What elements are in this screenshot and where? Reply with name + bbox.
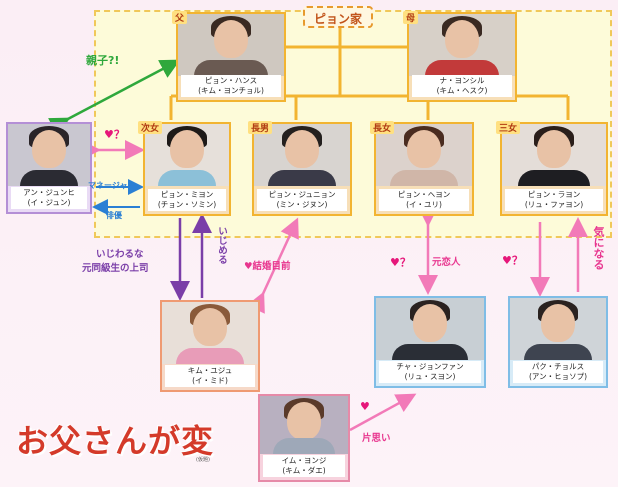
card-ahn[interactable]: アン・ジュンヒ(イ・ジュン) [6,122,92,214]
card-rayeong[interactable]: ピョン・ラヨン(リュ・ファヨン) [500,122,608,216]
label-love-q: ♥？ [104,126,125,142]
card-junyeong[interactable]: ピョン・ジュニョン(ミン・ジヌン) [252,122,352,216]
card-hyeyeong[interactable]: ピョン・ヘヨン(イ・ユリ) [374,122,474,216]
drama-logo: お父さんが変 (仮題) [16,416,216,472]
name-ahn: アン・ジュンヒ(イ・ジュン) [11,187,87,209]
name-im: イム・ヨンジ(キム・ダエ) [263,455,345,477]
role-third-daughter: 三女 [496,121,520,134]
label-manager: マネージャー [88,180,135,191]
photo-im [260,396,348,454]
label-parent-child: 親子?! [86,52,119,68]
logo-mark: (仮題) [196,456,210,463]
card-kimyuju[interactable]: キム・ユジュ(イ・ミド) [160,300,260,392]
card-park[interactable]: パク・チョルス(アン・ヒョソプ) [508,296,608,388]
photo-ahn [8,124,90,186]
photo-park [510,298,606,360]
label-ex-love: 元恋人 [432,254,461,268]
photo-cha [376,298,484,360]
label-one-sided: 片思い [362,430,391,444]
label-interested-heart: ♥？ [502,252,523,268]
label-engaged: ♥結婚目前 [244,258,291,272]
role-eldest-son: 長男 [248,121,272,134]
name-mother: ナ・ヨンシル(キム・ヘスク) [412,75,512,97]
name-park: パク・チョルス(アン・ヒョソプ) [513,361,603,383]
label-ex-heart: ♥？ [390,254,411,270]
card-mijeong[interactable]: ピョン・ミヨン(チョン・ソミン) [143,122,231,216]
role-mother: 母 [403,11,418,24]
label-bully: いじめる [214,226,228,264]
label-actor: 俳優 [106,210,122,221]
label-interested: 気になる [590,226,606,270]
card-im[interactable]: イム・ヨンジ(キム・ダエ) [258,394,350,482]
family-title: ピョン家 [303,6,373,28]
name-mijeong: ピョン・ミヨン(チョン・ソミン) [148,189,226,211]
logo-title: お父さんが変 [16,416,214,462]
role-eldest-daughter: 長女 [370,121,394,134]
name-rayeong: ピョン・ラヨン(リュ・ファヨン) [505,189,603,211]
name-cha: チャ・ジョンファン(リュ・スヨン) [379,361,481,383]
name-kimyuju: キム・ユジュ(イ・ミド) [165,365,255,387]
role-father: 父 [172,11,187,24]
label-bully-senior-2: 元同級生の上司 [82,260,149,274]
parent-child-arrow [66,62,176,120]
role-second-daughter: 次女 [138,121,162,134]
label-one-sided-heart: ♥ [360,400,370,413]
photo-father [178,14,284,76]
name-junyeong: ピョン・ジュニョン(ミン・ジヌン) [257,189,347,211]
photo-mother [409,14,515,76]
name-hyeyeong: ピョン・ヘヨン(イ・ユリ) [379,189,469,211]
photo-kimyuju [162,302,258,364]
label-bully-senior: いじわるな [96,246,144,260]
name-father: ピョン・ハンス(キム・ヨンチョル) [181,75,281,97]
card-cha[interactable]: チャ・ジョンファン(リュ・スヨン) [374,296,486,388]
card-mother[interactable]: ナ・ヨンシル(キム・ヘスク) [407,12,517,102]
card-father[interactable]: ピョン・ハンス(キム・ヨンチョル) [176,12,286,102]
